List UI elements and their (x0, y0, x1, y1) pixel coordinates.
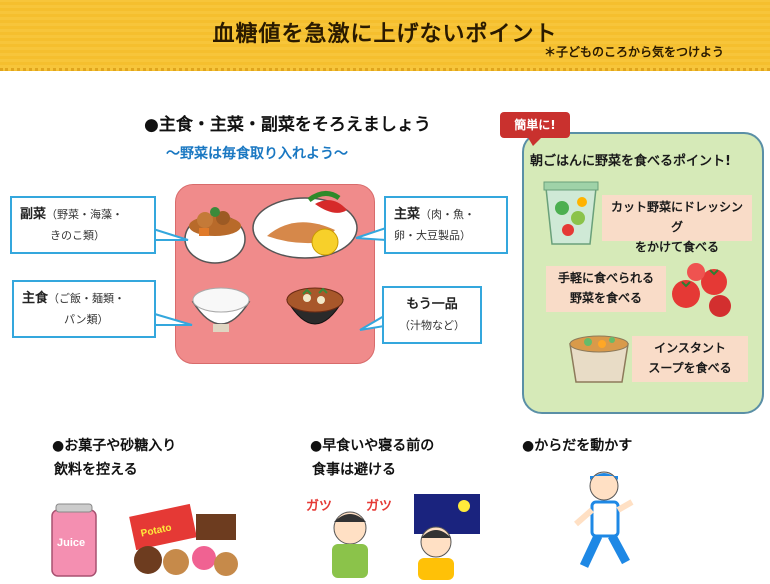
tip-exercise: ●からだを動かす (522, 434, 632, 458)
tomato-icon (672, 263, 731, 317)
page-title: 血糖値を急激に上げないポイント (212, 22, 558, 47)
extra-dish-detail: （汁物など） (399, 319, 465, 332)
tip-2-line-2: 野菜を食べる (569, 291, 642, 305)
side-dish-detail-2: きのこ類） (50, 229, 105, 242)
header-banner (0, 0, 770, 71)
main-dish-detail-2: 卵・大豆製品） (394, 229, 471, 242)
tip-1-line-1: カット野菜にドレッシング (610, 200, 743, 234)
miso-soup-bowl-icon (286, 287, 344, 325)
tip-exercise-line-1: ●からだを動かす (522, 438, 633, 454)
tip-easy-vegetables: 手軽に食べられる 野菜を食べる (546, 266, 666, 312)
tip-3-line-1: インスタント (654, 341, 726, 355)
tip-eating-line-2: 食事は避ける (312, 462, 396, 478)
extra-dish-bubble: もう一品 （汁物など） (382, 286, 482, 344)
easy-tag: 簡単に! (500, 112, 570, 138)
tip-sweets: ●お菓子や砂糖入り 飲料を控える (52, 434, 176, 482)
fast-eating-children-icon: ガツ ガツ (306, 494, 480, 580)
side-dish-bubble: 副菜（野菜・海藻・ きのこ類） (10, 196, 156, 254)
page-subtitle: ＊子どものころから気をつけよう (543, 45, 724, 59)
tip-sweets-line-1: ●お菓子や砂糖入り (52, 438, 177, 454)
tip-instant-soup: インスタント スープを食べる (632, 336, 748, 382)
extra-dish-label: もう一品 (406, 297, 458, 312)
staple-food-detail-2: パン類） (64, 313, 109, 326)
main-dish-label: 主菜 (394, 207, 421, 222)
staple-food-label: 主食 (22, 291, 49, 306)
juice-and-snacks-icon: Juice Potato (51, 503, 238, 577)
staple-food-detail-1: （ご飯・麺類・ (48, 292, 126, 305)
main-dish-detail-1: （肉・魚・ (420, 208, 476, 221)
side-dish-detail-1: （野菜・海藻・ (46, 208, 124, 221)
tag-pointer (527, 136, 543, 146)
meal-illustration (184, 191, 358, 332)
cut-vegetable-cup-icon (543, 181, 599, 245)
tip-eating-line-1: ●早食いや寝る前の (310, 438, 435, 454)
main-dish-bubble: 主菜（肉・魚・ 卵・大豆製品） (384, 196, 508, 254)
tip-1-line-2: をかけて食べる (634, 240, 719, 254)
meal-heading: ●主食・主菜・副菜をそろえましょう (144, 115, 431, 135)
grilled-fish-plate-icon (252, 191, 358, 259)
meal-subheading: 〜野菜は毎食取り入れよう〜 (166, 146, 348, 162)
staple-food-bubble: 主食（ご飯・麺類・ パン類） (12, 280, 156, 338)
sfx-left: ガツ (306, 499, 332, 514)
running-person-icon (574, 471, 634, 568)
tip-cut-vegetables: カット野菜にドレッシング をかけて食べる (602, 195, 752, 254)
tip-2-line-1: 手軽に食べられる (557, 271, 654, 285)
sfx-right: ガツ (366, 499, 392, 514)
tip-3-line-2: スープを食べる (648, 361, 732, 375)
breakfast-title: 朝ごはんに野菜を食べるポイント! (530, 154, 731, 169)
rice-bowl-icon (191, 287, 251, 332)
tip-sweets-line-2: 飲料を控える (54, 462, 138, 478)
side-dish-label: 副菜 (20, 207, 47, 222)
juice-can-text: Juice (57, 537, 85, 549)
soup-cup-icon (569, 335, 629, 383)
tip-eating: ●早食いや寝る前の 食事は避ける (310, 434, 434, 482)
